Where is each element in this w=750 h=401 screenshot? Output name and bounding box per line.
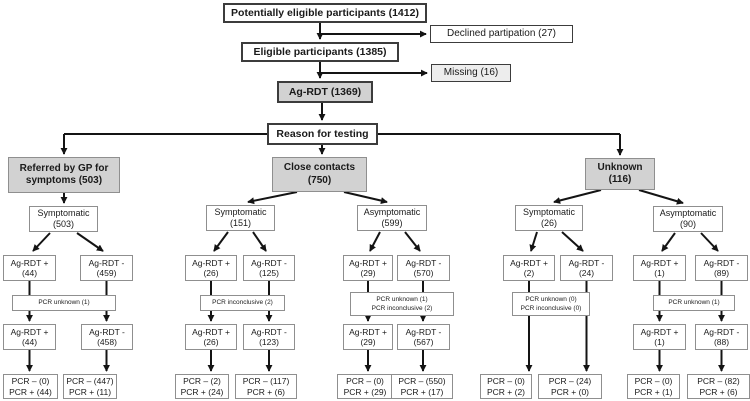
note-pcr-unknown-unk-asym: PCR unknown (1) <box>653 295 735 311</box>
result-unk-asym-agrdt-pos: PCR – (0)PCR + (1) <box>627 374 680 399</box>
node-unknown: Unknown(116) <box>585 158 655 190</box>
node-missing: Missing (16) <box>431 64 511 82</box>
node-cc-asym-agrdt-pos-final: Ag-RDT +(29) <box>343 324 393 350</box>
node-unk-asym-agrdt-neg: Ag-RDT -(89) <box>695 255 748 281</box>
node-cc-asymptomatic: Asymptomatic(599) <box>357 205 427 231</box>
node-cc-sym-agrdt-neg-final: Ag-RDT -(123) <box>243 324 295 350</box>
node-unk-sym-agrdt-pos: Ag-RDT +(2) <box>503 255 555 281</box>
node-declined-participation: Declined partipation (27) <box>430 25 573 43</box>
node-gp-sym-agrdt-pos-final: Ag-RDT +(44) <box>3 324 56 350</box>
result-unk-sym-agrdt-pos: PCR – (0)PCR + (2) <box>480 374 532 399</box>
node-reason-for-testing: Reason for testing <box>267 123 378 145</box>
result-gp-sym-agrdt-neg: PCR – (447)PCR + (11) <box>63 374 117 399</box>
result-cc-sym-agrdt-neg: PCR – (117)PCR + (6) <box>235 374 297 399</box>
node-unk-asymptomatic: Asymptomatic(90) <box>653 206 723 232</box>
result-unk-asym-agrdt-neg: PCR – (82)PCR + (6) <box>687 374 750 399</box>
note-pcr-inconclusive-cc-sym: PCR inconclusive (2) <box>200 295 285 311</box>
node-unk-asym-agrdt-pos-final: Ag-RDT +(1) <box>633 324 686 350</box>
node-gp-symptomatic: Symptomatic(503) <box>29 206 98 232</box>
note-pcr-unknown-unk-sym: PCR unknown (0)PCR inconclusive (0) <box>512 292 590 316</box>
node-cc-symptomatic: Symptomatic(151) <box>206 205 275 231</box>
node-eligible-participants: Eligible participants (1385) <box>241 42 399 62</box>
node-unk-symptomatic: Symptomatic(26) <box>515 205 583 231</box>
result-cc-sym-agrdt-pos: PCR – (2)PCR + (24) <box>175 374 229 399</box>
node-cc-asym-agrdt-pos: Ag-RDT +(29) <box>343 255 393 281</box>
node-cc-asym-agrdt-neg: Ag-RDT -(570) <box>397 255 450 281</box>
result-cc-asym-agrdt-pos: PCR – (0)PCR + (29) <box>337 374 393 399</box>
node-unk-sym-agrdt-neg: Ag-RDT -(24) <box>560 255 613 281</box>
node-cc-sym-agrdt-neg: Ag-RDT -(125) <box>243 255 295 281</box>
node-ag-rdt-total: Ag-RDT (1369) <box>277 81 373 103</box>
result-cc-asym-agrdt-neg: PCR – (550)PCR + (17) <box>391 374 453 399</box>
node-potentially-eligible: Potentially eligible participants (1412) <box>223 3 427 23</box>
node-gp-sym-agrdt-pos: Ag-RDT +(44) <box>3 255 56 281</box>
node-cc-asym-agrdt-neg-final: Ag-RDT -(567) <box>397 324 450 350</box>
note-pcr-unknown-gp: PCR unknown (1) <box>12 295 116 311</box>
note-pcr-unknown-cc-asym: PCR unknown (1)PCR inconclusive (2) <box>350 292 454 316</box>
node-unk-asym-agrdt-neg-final: Ag-RDT -(88) <box>695 324 748 350</box>
node-cc-sym-agrdt-pos: Ag-RDT +(26) <box>185 255 237 281</box>
node-gp-sym-agrdt-neg-final: Ag-RDT -(458) <box>81 324 133 350</box>
node-unk-asym-agrdt-pos: Ag-RDT +(1) <box>633 255 686 281</box>
result-gp-sym-agrdt-pos: PCR – (0)PCR + (44) <box>3 374 58 399</box>
node-cc-sym-agrdt-pos-final: Ag-RDT +(26) <box>185 324 237 350</box>
node-close-contacts: Close contacts(750) <box>272 157 367 192</box>
result-unk-sym-agrdt-neg: PCR – (24)PCR + (0) <box>538 374 602 399</box>
node-gp-sym-agrdt-neg: Ag-RDT -(459) <box>80 255 133 281</box>
